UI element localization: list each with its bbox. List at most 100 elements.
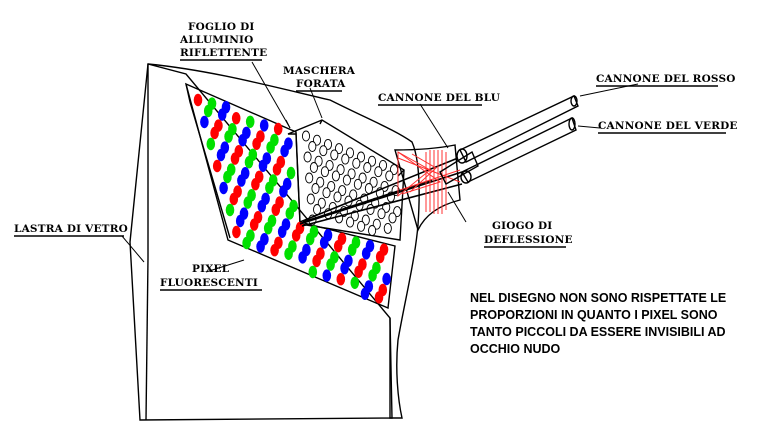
phosphor-dot (238, 134, 247, 147)
phosphor-dot (319, 236, 329, 249)
gun-green (461, 117, 577, 183)
electron-guns (439, 95, 579, 185)
mask-hole (319, 145, 328, 157)
phosphor-dot (284, 247, 293, 260)
mask-hole (374, 166, 383, 178)
label-pixel-line1: PIXEL (192, 263, 230, 275)
shadow-mask-rim (319, 119, 405, 177)
phosphor-dot (368, 269, 377, 282)
phosphor-screen (184, 82, 396, 310)
note-line1: NEL DISEGNO NON SONO RISPETTATE LE (470, 291, 726, 305)
mask-hole (352, 157, 361, 169)
mask-hole (353, 178, 362, 190)
phosphor-dot (326, 258, 335, 271)
tube-neck (394, 144, 461, 232)
mask-hole (357, 220, 366, 232)
phosphor-dot (361, 247, 371, 260)
mask-hole (331, 170, 340, 182)
phosphor-dot (272, 163, 282, 176)
label-foglio-line1: FOGLIO DI (188, 21, 254, 33)
phosphor-dot (350, 276, 360, 289)
phosphor-dot (360, 287, 370, 300)
phosphor-dot (375, 250, 385, 264)
phosphor-dot (216, 148, 226, 162)
aluminium-foil-edge (185, 83, 231, 239)
phosphor-dot (252, 137, 261, 150)
phosphor-dot (257, 200, 267, 213)
phosphor-dot (230, 152, 240, 165)
phosphor-dot (256, 240, 265, 253)
phosphor-dot (382, 272, 391, 286)
phosphor-dot (244, 156, 254, 169)
gun-red (459, 95, 579, 163)
mask-hole (385, 170, 394, 182)
phosphor-dot (354, 265, 363, 278)
label-giogo-line1: GIOGO DI (492, 220, 552, 232)
phosphor-dot (206, 137, 216, 151)
gun-blue (439, 150, 479, 185)
phosphor-dot (286, 166, 296, 180)
mask-hole (313, 204, 322, 215)
label-giogo-line2: DEFLESSIONE (484, 234, 573, 246)
phosphor-dot (322, 269, 332, 282)
phosphor-dot (203, 104, 213, 118)
mask-hole (363, 162, 372, 173)
phosphor-dot (305, 232, 315, 246)
phosphor-dot (223, 170, 232, 184)
phosphor-dot (245, 115, 255, 128)
phosphor-dot (217, 108, 227, 121)
phosphor-dot (336, 273, 346, 286)
gun-red-end (570, 95, 578, 107)
phosphor-dot (291, 229, 301, 242)
phosphor-dot (270, 244, 279, 257)
mask-hole (364, 183, 373, 194)
phosphor-dot (200, 115, 209, 129)
mask-hole (320, 166, 329, 178)
phosphor-dot (249, 218, 259, 231)
phosphor-dot (265, 181, 274, 194)
mask-hole (333, 191, 342, 203)
mask-hole (330, 149, 339, 161)
phosphor-dot (258, 159, 268, 172)
phosphor-dot (229, 192, 239, 206)
phosphor-dot (225, 203, 235, 217)
label-lastra: LASTRA DI VETRO (14, 223, 128, 235)
phosphor-dot (279, 185, 288, 198)
mask-hole (388, 212, 397, 224)
phosphor-dot (374, 291, 384, 304)
mask-hole (311, 183, 320, 194)
note-line4: OCCHIO NUDO (470, 342, 561, 356)
label-cannone-verde: CANNONE DEL VERDE (598, 120, 738, 132)
gun-green-mouth (460, 170, 472, 184)
mask-hole (305, 172, 314, 184)
phosphor-dot (231, 112, 241, 125)
phosphor-dot (266, 141, 275, 154)
tube-body (147, 63, 420, 419)
label-foglio-line3: RIFLETTENTE (180, 47, 267, 59)
gun-red-mouth (456, 148, 468, 164)
mask-hole (301, 130, 311, 142)
phosphor-dot (285, 207, 295, 220)
phosphor-dot (340, 262, 349, 275)
phosphor-dot (259, 119, 269, 132)
mask-holes (301, 130, 402, 236)
phosphor-dot (298, 251, 307, 264)
phosphor-dot (308, 265, 318, 279)
note-line2: PROPORZIONI IN QUANTO I PIXEL SONO (470, 308, 718, 322)
mask-hole (306, 193, 315, 205)
phosphor-dot (219, 181, 228, 195)
phosphor-dot (333, 240, 343, 253)
label-maschera-line2: FORATA (296, 78, 346, 90)
phosphor-dot (251, 178, 260, 191)
mask-hole (309, 162, 318, 173)
phosphor-dot (242, 236, 251, 250)
phosphor-dot (273, 122, 283, 136)
phosphor-dot (277, 225, 287, 238)
mask-hole (335, 212, 344, 224)
gun-green-end (568, 117, 576, 131)
phosphor-dot (263, 222, 273, 235)
glass-panel-inner-edge (145, 257, 149, 421)
phosphor-dot (235, 214, 245, 228)
mask-hole (322, 187, 331, 199)
